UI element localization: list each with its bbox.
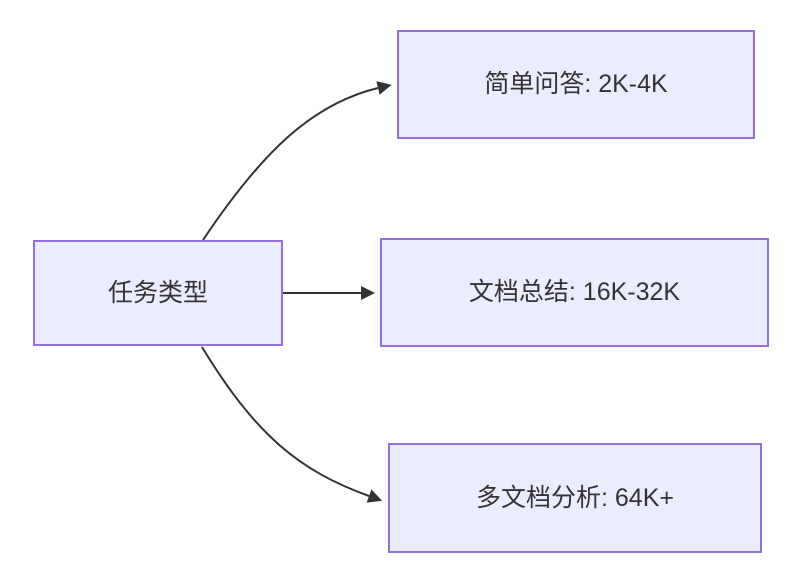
node-task-type: 任务类型	[33, 240, 283, 346]
node-task-type-label: 任务类型	[107, 278, 208, 307]
node-simple-qa: 简单问答: 2K-4K	[397, 30, 755, 139]
edge-task-type-to-simple-qa	[202, 81, 392, 241]
node-simple-qa-label: 简单问答: 2K-4K	[484, 70, 668, 99]
node-doc-summary-label: 文档总结: 16K-32K	[468, 278, 681, 307]
node-doc-summary: 文档总结: 16K-32K	[380, 238, 769, 347]
edge-task-type-to-multidoc-analysis	[201, 346, 383, 503]
node-multidoc-analysis: 多文档分析: 64K+	[388, 443, 762, 553]
node-multidoc-analysis-label: 多文档分析: 64K+	[476, 483, 674, 512]
